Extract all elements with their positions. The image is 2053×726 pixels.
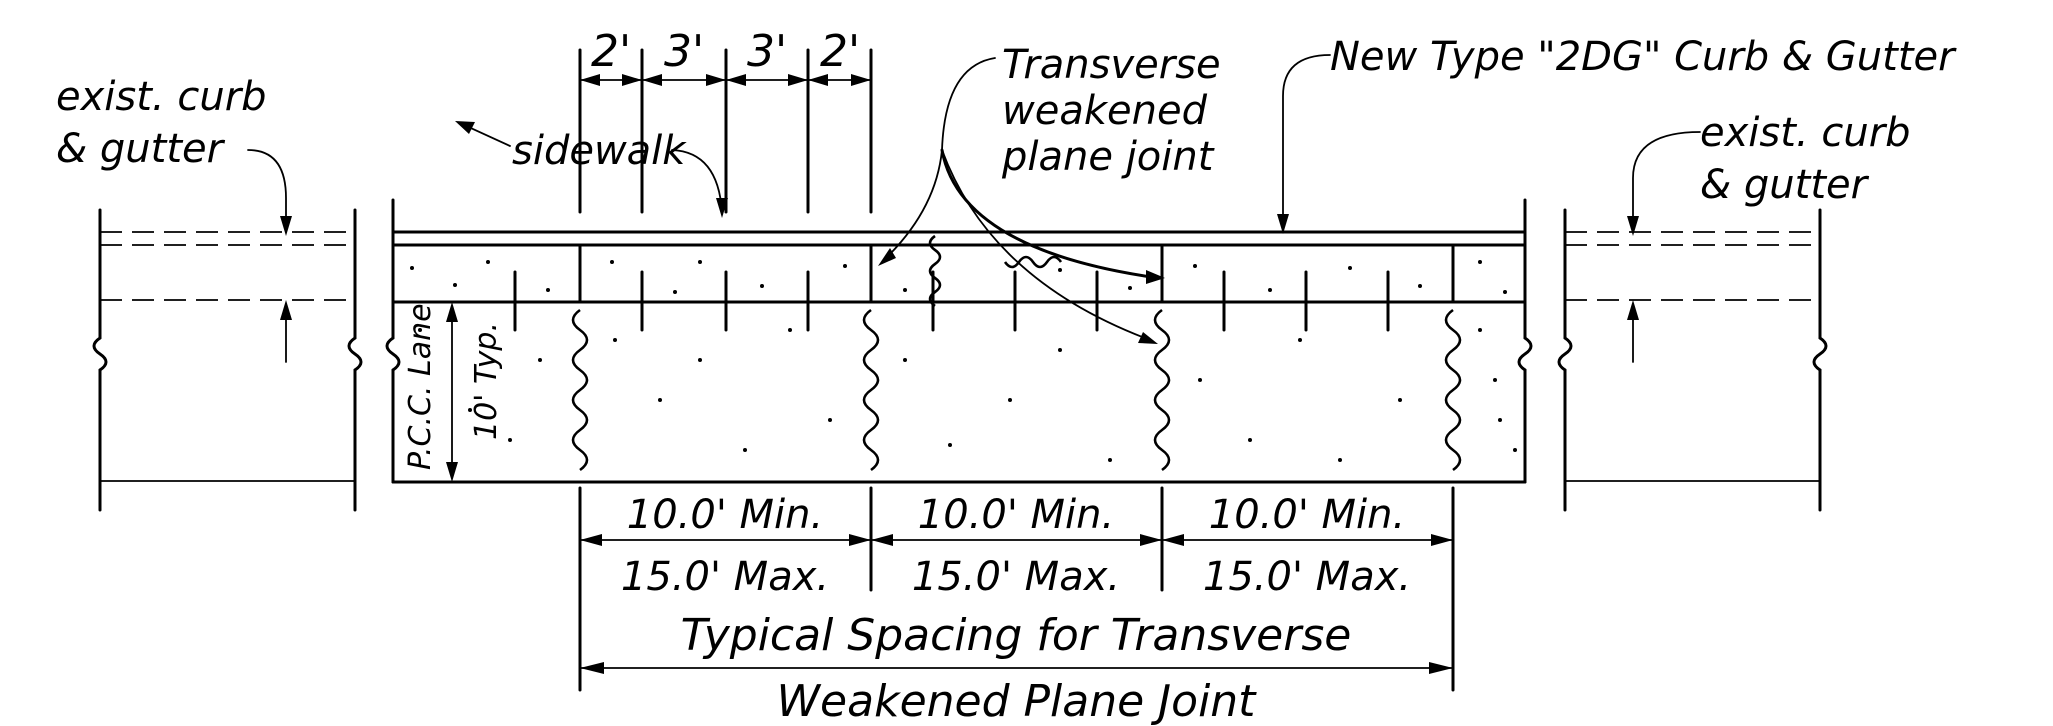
dim-2ft-left: 2' (591, 26, 631, 77)
exist-curb-right-line2: & gutter (1700, 162, 1870, 208)
max-spacing-3: 15.0' Max. (1203, 554, 1411, 600)
new-curb-section (385, 198, 1533, 484)
min-spacing-3: 10.0' Min. (1209, 492, 1405, 538)
pcc-lane-label: P.C.C. Lane (403, 303, 438, 470)
sidewalk-label: sidewalk (512, 128, 687, 174)
right-existing-section (1557, 131, 1828, 512)
new-curb-gutter-label: New Type "2DG" Curb & Gutter (1330, 34, 1957, 80)
max-spacing-2: 15.0' Max. (912, 554, 1120, 600)
typical-spacing-label-1: Typical Spacing for Transverse (681, 610, 1352, 661)
dim-3ft-right: 3' (747, 26, 787, 77)
concrete-stipple (410, 260, 1517, 462)
callout-labels: exist. curb & gutter sidewalk Transverse… (56, 34, 1957, 470)
transverse-joint-label-line2: weakened (1002, 88, 1208, 134)
min-spacing-1: 10.0' Min. (627, 492, 823, 538)
score-marks (513, 270, 1390, 332)
joint-spacing-dimensions: 10.0' Min. 10.0' Min. 10.0' Min. 15.0' M… (578, 486, 1455, 726)
weakened-plane-joints (571, 234, 1462, 472)
dim-3ft-left: 3' (664, 26, 704, 77)
transverse-joint-label-line3: plane joint (1001, 134, 1215, 180)
min-spacing-2: 10.0' Min. (918, 492, 1114, 538)
typical-spacing-label-2: Weakened Plane Joint (777, 676, 1258, 726)
exist-curb-left-line2: & gutter (56, 126, 226, 172)
callout-leaders (455, 54, 1331, 344)
exist-curb-left-line1: exist. curb (56, 74, 267, 120)
max-spacing-1: 15.0' Max. (621, 554, 829, 600)
sidewalk-width-dimensions: 2' 3' 3' 2' (578, 26, 873, 214)
transverse-joint-label-line1: Transverse (1002, 42, 1221, 88)
dim-2ft-right: 2' (820, 26, 860, 77)
lane-width-label: 10' Typ. (469, 322, 504, 440)
left-existing-section (92, 149, 363, 512)
exist-curb-right-line1: exist. curb (1700, 110, 1911, 156)
